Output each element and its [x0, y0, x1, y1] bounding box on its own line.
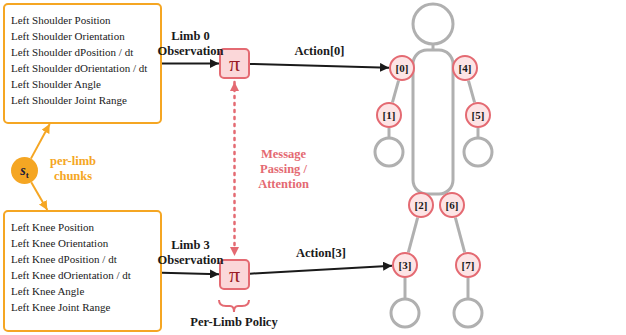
arrow-connector — [31, 182, 47, 210]
callout-number: [6] — [446, 199, 459, 211]
callout-number: [1] — [383, 109, 396, 121]
message-connector — [233, 82, 236, 256]
callout-number: [4] — [459, 62, 472, 74]
edge-label: Action[3] — [276, 246, 366, 261]
joint-circle: [6] — [439, 192, 465, 218]
skeleton — [375, 4, 492, 327]
arrow-connector — [250, 266, 392, 274]
callout-number: [5] — [472, 109, 485, 121]
observation-box: Left Knee PositionLeft Knee OrientationL… — [3, 210, 162, 332]
policy-label: Per-Limb Policy — [179, 315, 289, 330]
observation-line: Left Shoulder dPosition / dt — [11, 44, 154, 60]
observation-line: Left Knee Joint Range — [11, 299, 154, 315]
edge-label: Limb 3 Observation — [156, 238, 226, 268]
joint-circle: [0] — [389, 55, 415, 81]
observation-line: Left Shoulder dOrientation / dt — [11, 60, 154, 76]
joint-circle: [5] — [465, 102, 491, 128]
policy-brace — [219, 300, 249, 312]
joint-circle: [7] — [455, 252, 481, 278]
edge-label: Action[0] — [275, 44, 365, 59]
limb-segment — [408, 218, 417, 253]
observation-line: Left Shoulder Joint Range — [11, 92, 154, 108]
arrow-connector — [162, 273, 219, 274]
joint-circle: [1] — [376, 102, 402, 128]
arrow-connector — [162, 63, 219, 65]
policy-box: π — [219, 48, 250, 79]
policy-box: π — [219, 259, 250, 290]
observation-line: Left Knee dPosition / dt — [11, 251, 154, 267]
observation-line: Left Shoulder Position — [11, 12, 154, 28]
observation-line: Left Shoulder Orientation — [11, 28, 154, 44]
edge-label: Message Passing / Attention — [243, 147, 325, 192]
callout-number: [2] — [415, 199, 428, 211]
annotation-label: per-limb chunks — [44, 154, 102, 184]
arrow-connector — [31, 124, 50, 159]
callout-number: [3] — [399, 259, 412, 271]
callout-number: [0] — [396, 62, 409, 74]
observation-line: Left Knee Position — [11, 219, 154, 235]
observation-line: Left Knee dOrientation / dt — [11, 267, 154, 283]
policy-symbol: π — [229, 264, 240, 286]
limb-segment — [468, 81, 474, 103]
callout-number: [7] — [462, 259, 475, 271]
edge-label: Limb 0 Observation — [156, 29, 226, 59]
joint-circle: [3] — [392, 252, 418, 278]
state-circle: st — [11, 157, 38, 184]
policy-symbol: π — [229, 53, 240, 75]
observation-line: Left Knee Orientation — [11, 235, 154, 251]
limb-segment — [455, 218, 464, 253]
limb-segment — [392, 81, 398, 103]
observation-line: Left Shoulder Angle — [11, 76, 154, 92]
joint-circle: [4] — [452, 55, 478, 81]
observation-line: Left Knee Angle — [11, 283, 154, 299]
state-symbol: s — [20, 163, 25, 179]
state-symbol: t — [26, 170, 29, 180]
joint-circle: [2] — [408, 192, 434, 218]
arrow-connector — [250, 64, 389, 68]
observation-box: Left Shoulder PositionLeft Shoulder Orie… — [3, 3, 162, 124]
